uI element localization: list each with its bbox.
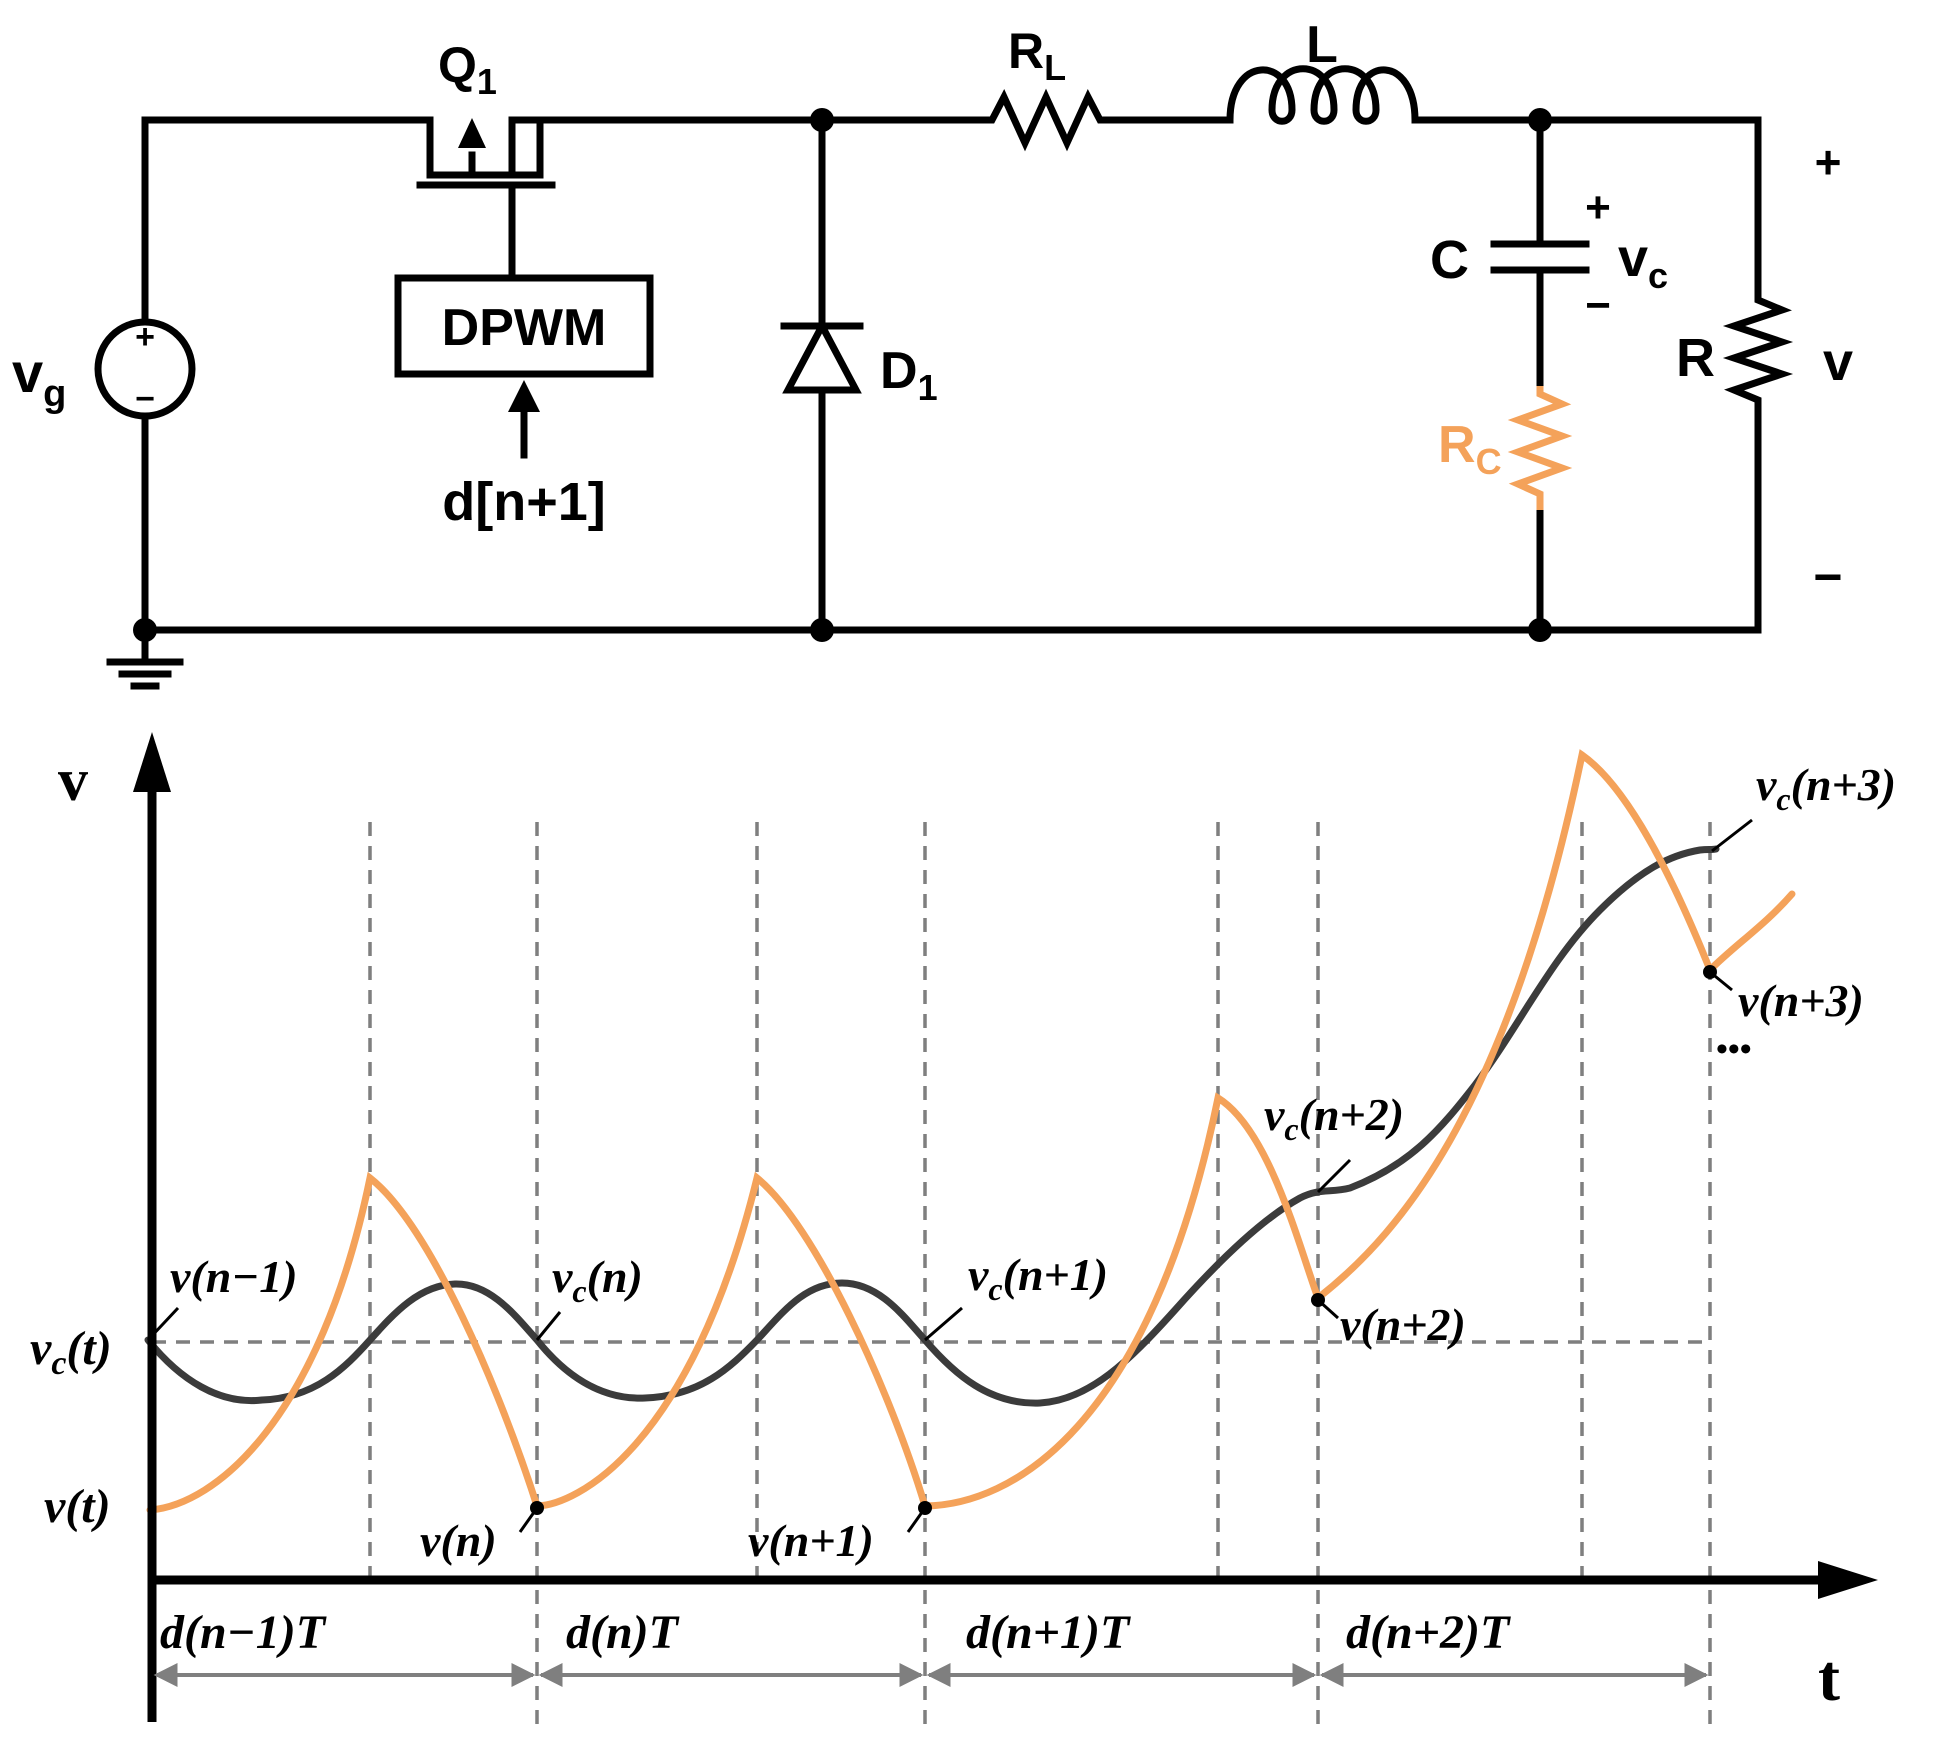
source-plus: + bbox=[135, 318, 155, 356]
circuit-schematic: + − vg Q1 DPWM d[n+1] D1 RL L bbox=[12, 16, 1853, 690]
output-minus: − bbox=[1813, 549, 1842, 605]
rc-resistor-icon bbox=[1507, 386, 1573, 510]
source-label: vg bbox=[12, 341, 66, 415]
voltage-source-icon: + − bbox=[94, 318, 196, 420]
switch-label: Q1 bbox=[438, 37, 497, 102]
label-vc-n-plus-1: vc(n+1) bbox=[968, 1249, 1108, 1307]
vc-minus: − bbox=[1585, 281, 1611, 330]
label-vc-n-plus-2: vc(n+2) bbox=[1264, 1089, 1404, 1147]
rc-label: RC bbox=[1438, 416, 1502, 482]
mosfet-icon bbox=[416, 116, 556, 279]
dpwm-label: DPWM bbox=[442, 299, 607, 357]
inductor-label: L bbox=[1306, 16, 1338, 74]
output-label: v bbox=[1823, 332, 1853, 392]
diode-icon bbox=[780, 318, 864, 394]
circuit-nodes bbox=[133, 108, 1552, 642]
leader-lines bbox=[146, 818, 1753, 1533]
wire-bottom bbox=[141, 116, 1762, 634]
load-label: R bbox=[1676, 328, 1715, 388]
y-tick-vc: vc(t) bbox=[30, 1322, 112, 1382]
waveform-plot: v t vc(t) v(t) v(n−1) vc(n) v(n) vc(n+1)… bbox=[30, 732, 1896, 1725]
load-resistor-icon bbox=[1722, 288, 1794, 422]
inductor-icon bbox=[1226, 65, 1419, 125]
label-v-n-plus-2: v(n+2) bbox=[1340, 1299, 1466, 1350]
diode-label: D1 bbox=[880, 342, 938, 408]
control-input-label: d[n+1] bbox=[442, 472, 606, 532]
output-plus: + bbox=[1815, 136, 1842, 188]
label-v-n-plus-1: v(n+1) bbox=[748, 1515, 874, 1566]
v-trace bbox=[146, 749, 1796, 1514]
x-axis-label: t bbox=[1818, 1642, 1840, 1715]
x-axis-arrow-icon bbox=[1818, 1561, 1878, 1599]
vc-trace bbox=[144, 845, 1720, 1407]
rl-resistor-icon bbox=[978, 88, 1112, 152]
y-tick-v: v(t) bbox=[44, 1480, 111, 1533]
period-label-4: d(n+2)T bbox=[1346, 1606, 1511, 1659]
label-v-n: v(n) bbox=[420, 1515, 497, 1566]
vc-plus: + bbox=[1585, 183, 1611, 232]
label-v-n-minus-1: v(n−1) bbox=[170, 1251, 298, 1302]
label-vc-n-plus-3: vc(n+3) bbox=[1756, 759, 1896, 817]
control-arrow-icon bbox=[508, 380, 540, 412]
period-label-3: d(n+1)T bbox=[966, 1606, 1131, 1659]
y-axis-arrow-icon bbox=[133, 732, 171, 792]
label-vc-n: vc(n) bbox=[552, 1251, 643, 1309]
dpwm-block bbox=[394, 274, 654, 378]
period-label-2: d(n)T bbox=[566, 1606, 680, 1659]
period-label-1: d(n−1)T bbox=[160, 1606, 327, 1659]
y-axis-label: v bbox=[58, 747, 88, 813]
rl-label: RL bbox=[1008, 23, 1066, 88]
source-minus: − bbox=[135, 380, 155, 418]
sample-points bbox=[530, 965, 1717, 1515]
label-ellipsis: ••• bbox=[1716, 1031, 1752, 1068]
capacitor-label: C bbox=[1430, 230, 1469, 290]
label-v-n-plus-3: v(n+3) bbox=[1738, 975, 1864, 1026]
vc-label: vc bbox=[1618, 228, 1668, 296]
capacitor-icon bbox=[1490, 240, 1590, 274]
